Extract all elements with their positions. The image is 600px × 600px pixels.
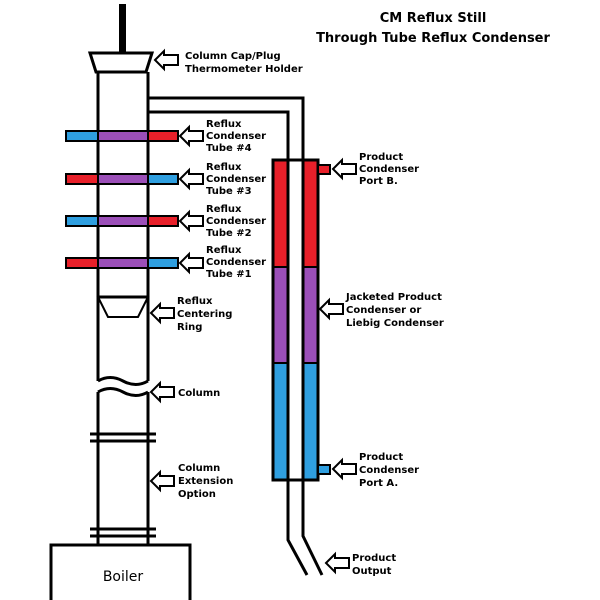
label-extension: Column Extension Option	[178, 463, 237, 500]
left-arrow-icon	[149, 380, 175, 404]
left-arrow-icon	[331, 457, 357, 481]
column-extension-clamps	[90, 432, 156, 538]
left-arrow-icon	[149, 301, 175, 325]
left-arrow-icon	[324, 551, 350, 575]
left-arrow-icon	[178, 209, 204, 233]
title-line-2: Through Tube Reflux Condenser	[316, 31, 550, 46]
label-tube-1: Reflux Condenser Tube #1	[206, 245, 270, 280]
reflux-centering-ring	[96, 296, 150, 318]
left-arrow-icon	[149, 469, 175, 493]
label-jacketed-condenser: Jacketed Product Condenser or Liebig Con…	[345, 292, 445, 329]
reflux-condenser-tube-2	[65, 215, 179, 227]
vapor-pipe	[148, 96, 305, 160]
column-cap	[87, 51, 155, 74]
label-tube-2: Reflux Condenser Tube #2	[206, 204, 270, 239]
label-centering-ring: Reflux Centering Ring	[177, 296, 236, 333]
label-tube-4: Reflux Condenser Tube #4	[206, 119, 270, 154]
reflux-condenser-tube-4	[65, 130, 179, 142]
left-arrow-icon	[178, 251, 204, 275]
thermometer-rod	[119, 4, 126, 53]
label-port-a: Product Condenser Port A.	[359, 452, 423, 489]
left-arrow-icon	[178, 124, 204, 148]
left-arrow-icon	[178, 167, 204, 191]
left-arrow-icon	[318, 297, 344, 321]
label-column-cap: Column Cap/Plug Thermometer Holder	[185, 51, 303, 75]
title-line-1: CM Reflux Still	[380, 11, 487, 26]
jacketed-product-condenser	[271, 158, 320, 482]
reflux-condenser-tube-3	[65, 173, 179, 185]
label-port-b: Product Condenser Port B.	[359, 152, 423, 187]
label-product-output: Product Output	[352, 553, 400, 577]
reflux-condenser-tube-1	[65, 257, 179, 269]
left-arrow-icon	[331, 157, 357, 181]
label-column: Column	[178, 388, 220, 399]
left-arrow-icon	[153, 48, 179, 72]
product-output-pipe	[286, 480, 324, 576]
label-tube-3: Reflux Condenser Tube #3	[206, 162, 270, 197]
boiler-label: Boiler	[103, 569, 144, 585]
boiler	[49, 543, 192, 600]
port-a	[317, 464, 331, 475]
port-b	[317, 164, 331, 175]
